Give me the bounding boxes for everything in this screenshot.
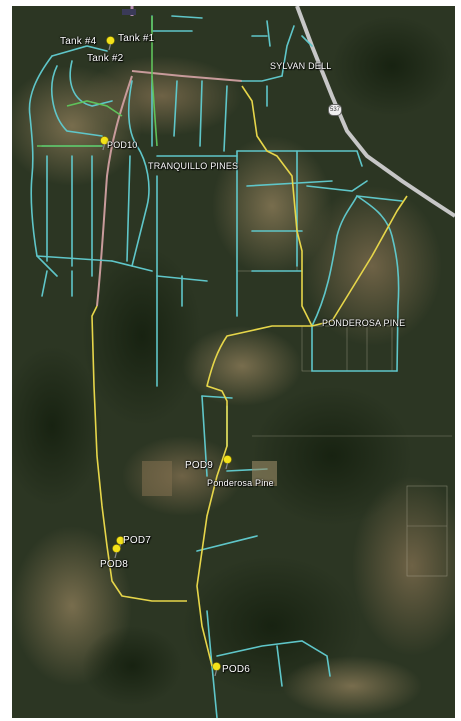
label-tank-2: Tank #2 (87, 53, 124, 64)
map-pin-icon[interactable] (112, 544, 121, 558)
label-tranquillo-pines: TRANQUILLO PINES (148, 161, 239, 171)
clearing-patch (142, 461, 172, 496)
main-road (96, 75, 133, 307)
main-road-east (131, 70, 243, 82)
clearing-patch (252, 461, 277, 486)
label-tank-1: Tank #1 (118, 33, 155, 44)
label-pod8: POD8 (100, 559, 129, 570)
yellow-route (91, 85, 408, 667)
label-pod10: POD10 (107, 140, 138, 150)
label-sylvan-dell: SYLVAN DELL (270, 61, 332, 71)
building (122, 9, 136, 15)
label-pod6: POD6 (222, 664, 251, 675)
green-lines (37, 16, 158, 147)
map-pin-icon[interactable] (212, 662, 221, 676)
map-pin-icon[interactable] (223, 455, 232, 469)
label-ponderosa-pine-lower: Ponderosa Pine (207, 478, 274, 488)
map-canvas (12, 6, 455, 718)
map-pin-icon[interactable] (106, 36, 115, 50)
highway-shield: 537 (328, 104, 342, 116)
highway-road (295, 6, 455, 218)
map-pin-icon[interactable] (100, 136, 109, 150)
satellite-map[interactable]: 537 Tank #4 Tank #1 Tank #2 SYLVAN DELL … (12, 6, 455, 718)
label-pod9: POD9 (185, 460, 214, 471)
label-ponderosa-pine-upper: PONDEROSA PINE (322, 318, 406, 328)
label-tank-4: Tank #4 (60, 36, 97, 47)
water-lines (28, 15, 403, 718)
label-pod7: POD7 (123, 535, 152, 546)
